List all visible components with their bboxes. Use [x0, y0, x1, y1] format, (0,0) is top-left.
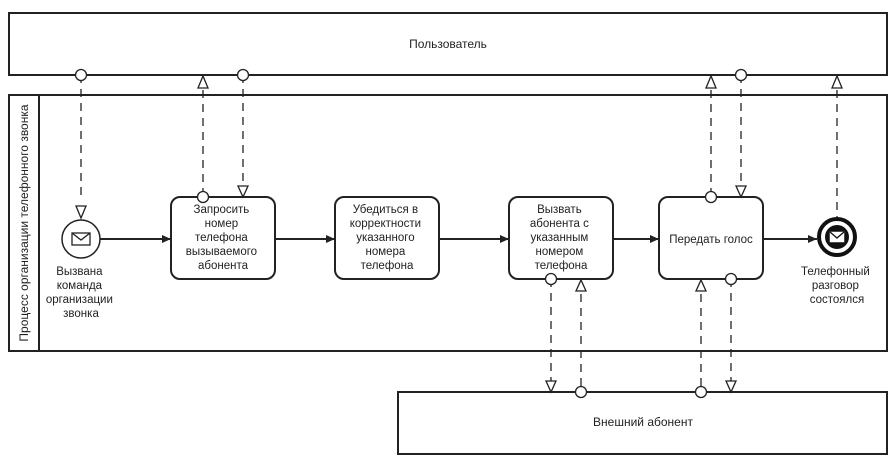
start-event-label: Вызвана команда организации звонка [46, 266, 116, 320]
message-arrowhead [197, 74, 209, 89]
message-arrowhead [724, 380, 738, 394]
message-arrowhead [574, 278, 588, 292]
message-source-circle [196, 190, 210, 204]
end-event-label: Телефонный разговор состоялся [801, 266, 873, 306]
message-arrowhead [236, 185, 250, 199]
task-call-subscriber[interactable]: Вызвать абонента с указанным номером тел… [508, 196, 614, 280]
pool-user: Пользователь [8, 12, 888, 76]
message-arrowhead [544, 380, 558, 394]
message-source-circle [694, 385, 708, 399]
task-request-number-label: Запросить номер телефона вызываемого або… [186, 204, 261, 272]
message-arrowhead [705, 74, 717, 89]
message-source-circle [236, 68, 250, 82]
message-arrowhead [694, 278, 708, 292]
message-source-circle [734, 68, 748, 82]
pool-external-subscriber: Внешний абонент [397, 391, 888, 455]
message-arrowhead [831, 74, 843, 89]
message-flow-sources [74, 68, 748, 399]
message-flows [80, 75, 838, 392]
envelope-icon [71, 232, 91, 246]
start-event[interactable]: Вызвана команда организации звонка [46, 219, 116, 320]
pool-user-label: Пользователь [409, 37, 487, 51]
task-transmit-voice[interactable]: Передать голос [658, 196, 764, 280]
task-transmit-voice-label: Передать голос [669, 234, 753, 246]
envelope-filled-icon [829, 231, 845, 243]
message-source-circle [544, 272, 558, 286]
message-source-circle [724, 272, 738, 286]
task-verify-number[interactable]: Убедиться в корректности указанного номе… [334, 196, 440, 280]
message-arrowhead [734, 185, 748, 199]
task-request-number[interactable]: Запросить номер телефона вызываемого або… [170, 196, 276, 280]
message-source-circle [704, 190, 718, 204]
message-flow-arrowheads [75, 74, 843, 394]
end-event[interactable]: Телефонный разговор состоялся [801, 217, 873, 306]
message-arrowhead [75, 205, 87, 220]
task-call-subscriber-label: Вызвать абонента с указанным номером тел… [530, 204, 592, 272]
message-source-circle [74, 68, 88, 82]
pool-process-label: Процесс организации телефонного звонка [17, 104, 31, 341]
message-source-circle [574, 385, 588, 399]
task-verify-number-label: Убедиться в корректности указанного номе… [350, 204, 425, 272]
pool-external-label: Внешний абонент [593, 415, 693, 429]
